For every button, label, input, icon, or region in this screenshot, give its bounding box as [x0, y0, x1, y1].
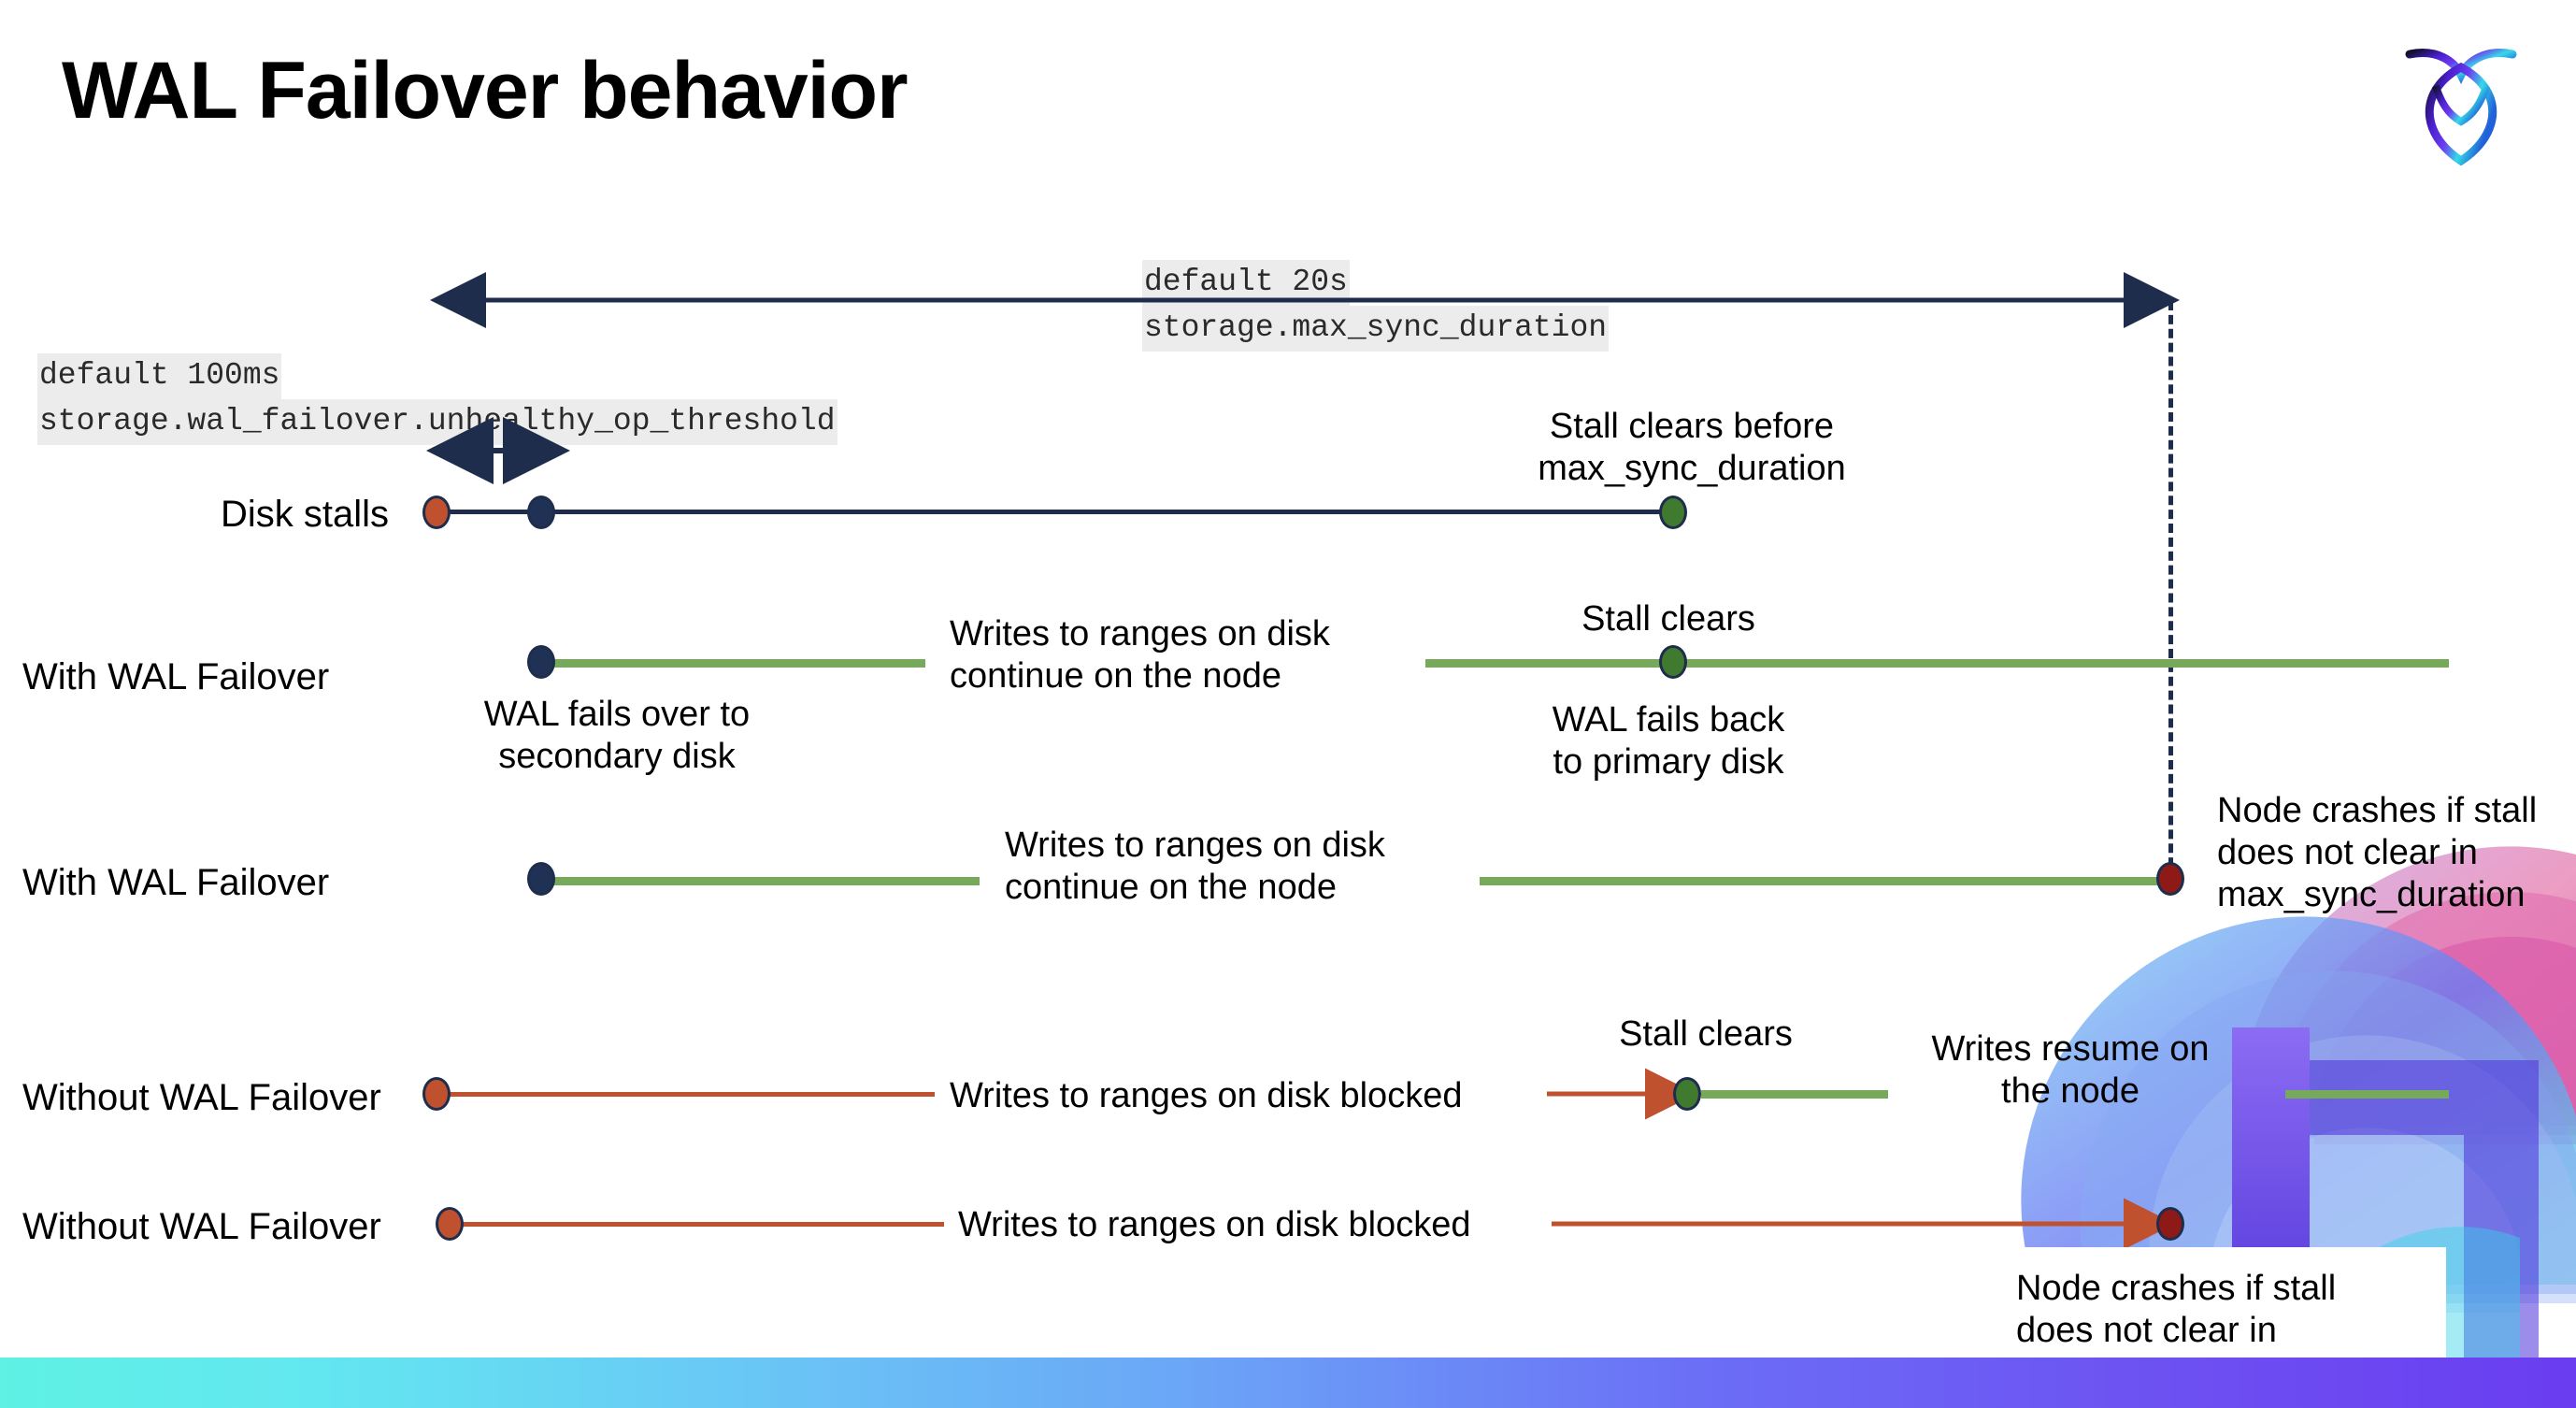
- without-wal-resume-line-row4-a: [1701, 1090, 1888, 1099]
- max-sync-duration-boundary-dashed-line: [2168, 301, 2173, 881]
- unhealthy-setting-text: storage.wal_failover.unhealthy_op_thresh…: [37, 398, 837, 445]
- wal-failover-start-dot-row2[interactable]: [527, 645, 555, 679]
- wal-failover-line-a: [542, 659, 925, 668]
- max-sync-setting-text: storage.max_sync_duration: [1142, 305, 1610, 352]
- wal-failover-crash-line-a: [542, 877, 980, 885]
- node-crash-dot-row5[interactable]: [2156, 1207, 2184, 1241]
- wal-failover-trigger-dot[interactable]: [527, 496, 555, 529]
- page-title: WAL Failover behavior: [62, 46, 909, 136]
- annotation-stall-clears-before: Stall clears before max_sync_duration: [1538, 407, 1846, 488]
- stall-start-dot-row4[interactable]: [422, 1077, 451, 1111]
- without-wal-blocked-line-row5: [458, 1222, 944, 1227]
- stall-clears-dot-row4[interactable]: [1673, 1077, 1701, 1111]
- node-crash-dot-row3[interactable]: [2156, 862, 2184, 896]
- row-label-with-wal-failover-2: With WAL Failover: [22, 862, 330, 903]
- annotation-writes-blocked-1: Writes to ranges on disk blocked: [950, 1076, 1463, 1115]
- without-wal-blocked-line-row4: [445, 1092, 935, 1097]
- stall-clears-dot-row2[interactable]: [1659, 645, 1687, 679]
- annotation-node-crashes-1: Node crashes if stall does not clear in …: [2217, 791, 2538, 914]
- row-label-with-wal-failover-1: With WAL Failover: [22, 656, 330, 697]
- unhealthy-default-text: default 100ms: [37, 353, 282, 399]
- stall-clears-dot-row1[interactable]: [1659, 496, 1687, 529]
- disk-stall-start-dot[interactable]: [422, 496, 451, 529]
- without-wal-resume-line-row4-b: [2285, 1090, 2449, 1099]
- wal-failover-crash-line-b: [1480, 877, 2173, 885]
- cockroach-logo-icon: [2382, 28, 2540, 178]
- stall-start-dot-row5[interactable]: [436, 1207, 464, 1241]
- annotation-stall-clears-1: Stall clears: [1581, 599, 1755, 639]
- annotation-writes-resume: Writes resume on the node: [1931, 1029, 2210, 1111]
- wal-failover-line-b: [1425, 659, 2449, 668]
- wal-failover-start-dot-row3[interactable]: [527, 862, 555, 896]
- annotation-writes-blocked-2: Writes to ranges on disk blocked: [958, 1205, 1471, 1244]
- annotation-wal-fails-over: WAL fails over to secondary disk: [483, 695, 751, 776]
- row-label-disk-stalls: Disk stalls: [221, 494, 390, 535]
- bottom-gradient-bar: [0, 1358, 2576, 1408]
- annotation-stall-clears-2: Stall clears: [1619, 1014, 1793, 1054]
- max-sync-default-text: default 20s: [1142, 260, 1350, 306]
- row-label-without-wal-failover-1: Without WAL Failover: [22, 1077, 381, 1118]
- annotation-wal-fails-back: WAL fails back to primary disk: [1552, 700, 1785, 782]
- row-label-without-wal-failover-2: Without WAL Failover: [22, 1206, 381, 1247]
- annotation-writes-continue-1: Writes to ranges on disk continue on the…: [950, 614, 1330, 696]
- annotation-writes-continue-2: Writes to ranges on disk continue on the…: [1005, 826, 1385, 907]
- disk-stalls-timeline: [439, 510, 1682, 514]
